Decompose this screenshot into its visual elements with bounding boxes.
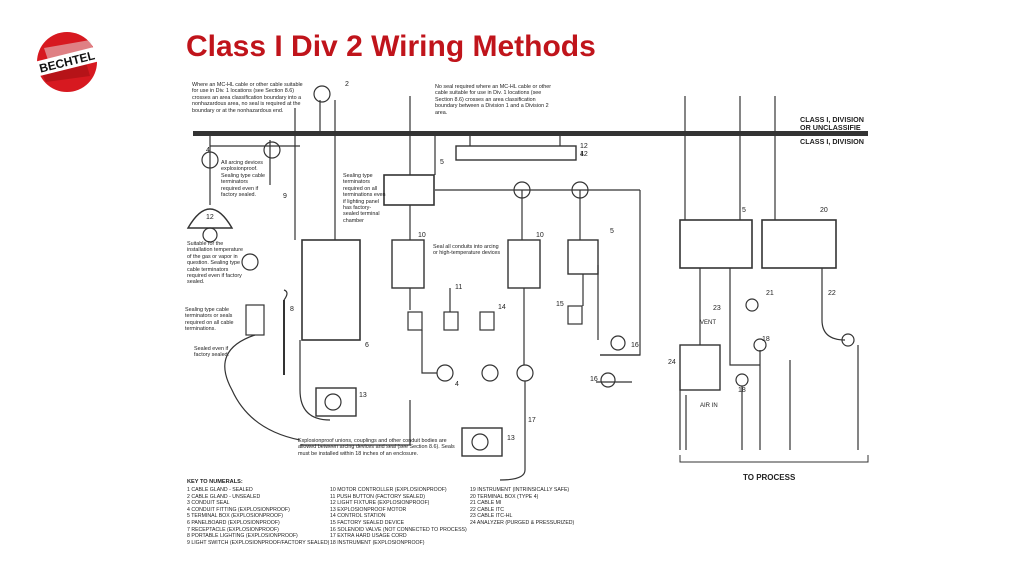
key-column-2: 10 MOTOR CONTROLLER (EXPLOSIONPROOF) 11 … [330,487,467,546]
callout-label: 4 [206,147,210,154]
key-item: 22 CABLE ITC [470,506,505,513]
callout-label: 5 [440,159,444,166]
callout-label: 8 [290,306,294,313]
callout-label: 20 [820,207,828,214]
vent-label: VENT [700,320,717,326]
key-item: 21 CABLE MI [470,500,502,507]
callout-label: 13 [359,392,367,399]
callout-label: 11 [455,284,463,291]
key-column-1: 1 CABLE GLAND - SEALED 2 CABLE GLAND - U… [187,487,329,546]
callout-label: 10 [536,232,544,239]
callout-label: 2 [345,81,349,88]
key-item: 12 LIGHT FIXTURE (EXPLOSIONPROOF) [330,500,430,507]
class-label-2: OR UNCLASSIFIE [800,123,861,132]
key-item: 14 CONTROL STATION [330,513,386,520]
air-in-label: AIR IN [700,403,718,409]
note-mi-cable: Where an MC-HL cable or other cable suit… [192,82,303,114]
callout-label: 18 [738,387,746,394]
note-seal-conduits: Seal all conduits into arcing or high-te… [433,244,501,257]
callout-label: 6 [365,342,369,349]
key-item: 4 CONDUIT FITTING (EXPLOSIONPROOF) [187,506,290,513]
key-item: 3 CONDUIT SEAL [187,500,230,507]
key-item: 24 ANALYZER (PURGED & PRESSURIZED) [470,519,575,526]
key-column-3: 19 INSTRUMENT (INTRINSICALLY SAFE) 20 TE… [470,487,574,527]
key-item: 17 EXTRA HARD USAGE CORD [330,533,407,540]
note-unions: Explosionproof unions, couplings and oth… [298,438,455,457]
callout-label: 12 [580,143,588,150]
callout-label: 24 [668,359,676,366]
callout-label: 13 [507,435,515,442]
callout-label: 23 [713,305,721,312]
key-item: 15 FACTORY SEALED DEVICE [330,519,405,526]
callout-label: 17 [528,417,536,424]
key-item: 18 INSTRUMENT (EXPLOSIONPROOF) [330,539,425,546]
division-boundary-bar [193,131,868,136]
key-item: 8 PORTABLE LIGHTING (EXPLOSIONPROOF) [187,533,298,540]
key-item: 20 TERMINAL BOX (TYPE 4) [470,493,539,500]
wiring-diagram [186,85,869,481]
to-process-label: TO PROCESS [743,473,796,482]
callout-label: 16 [590,376,598,383]
callout-label: 5 [742,207,746,214]
bechtel-logo: BECHTEL [31,32,103,92]
key-item: 1 CABLE GLAND - SEALED [187,487,253,493]
note-sealed-even: Sealed even if factory sealed. [194,346,230,359]
callout-label: 10 [418,232,426,239]
callout-label: 16 [631,342,639,349]
callout-label: 14 [498,304,506,311]
note-no-seal: No seal required where an MC-HL cable or… [435,84,552,116]
key-item: 7 RECEPTACLE (EXPLOSIONPROOF) [187,526,279,533]
key-item: 9 LIGHT SWITCH (EXPLOSIONPROOF/FACTORY S… [187,539,330,546]
slide-title: Class I Div 2 Wiring Methods [186,30,596,63]
key-heading: KEY TO NUMERALS: [187,479,243,485]
callout-label: 12 [206,214,214,221]
callout-label: 21 [766,290,774,297]
key-item: 13 EXPLOSIONPROOF MOTOR [330,506,407,513]
key-item: 23 CABLE ITC-HL [470,513,513,520]
class-label-3: CLASS I, DIVISION [800,137,864,146]
note-suitable-temp: Suitable for the installation temperatur… [187,241,244,286]
callout-label: 5 [610,228,614,235]
callout-label: 18 [762,336,770,343]
note-sealing-cable: Sealing type cable terminators or seals … [185,307,234,333]
key-item: 19 INSTRUMENT (INTRINSICALLY SAFE) [470,487,570,493]
note-arcing-devices: All arcing devices explosionproof. Seali… [221,160,266,199]
key-item: 16 SOLENOID VALVE (NOT CONNECTED TO PROC… [330,526,467,533]
callout-label: 9 [283,193,287,200]
key-item: 6 PANELBOARD (EXPLOSIONPROOF) [187,519,280,526]
class-label-1: CLASS I, DIVISION [800,115,864,124]
callout-label: 12 [580,151,588,158]
callout-label: 15 [556,301,564,308]
callout-label: 4 [455,381,459,388]
key-item: 5 TERMINAL BOX (EXPLOSIONPROOF) [187,513,283,520]
note-sealing-panel: Sealing type terminators required on all… [343,173,386,224]
key-item: 2 CABLE GLAND - UNSEALED [187,493,261,500]
key-item: 11 PUSH BUTTON (FACTORY SEALED) [330,493,425,500]
key-item: 10 MOTOR CONTROLLER (EXPLOSIONPROOF) [330,487,447,493]
callout-label: 22 [828,290,836,297]
callout-label: 4 [580,151,584,158]
